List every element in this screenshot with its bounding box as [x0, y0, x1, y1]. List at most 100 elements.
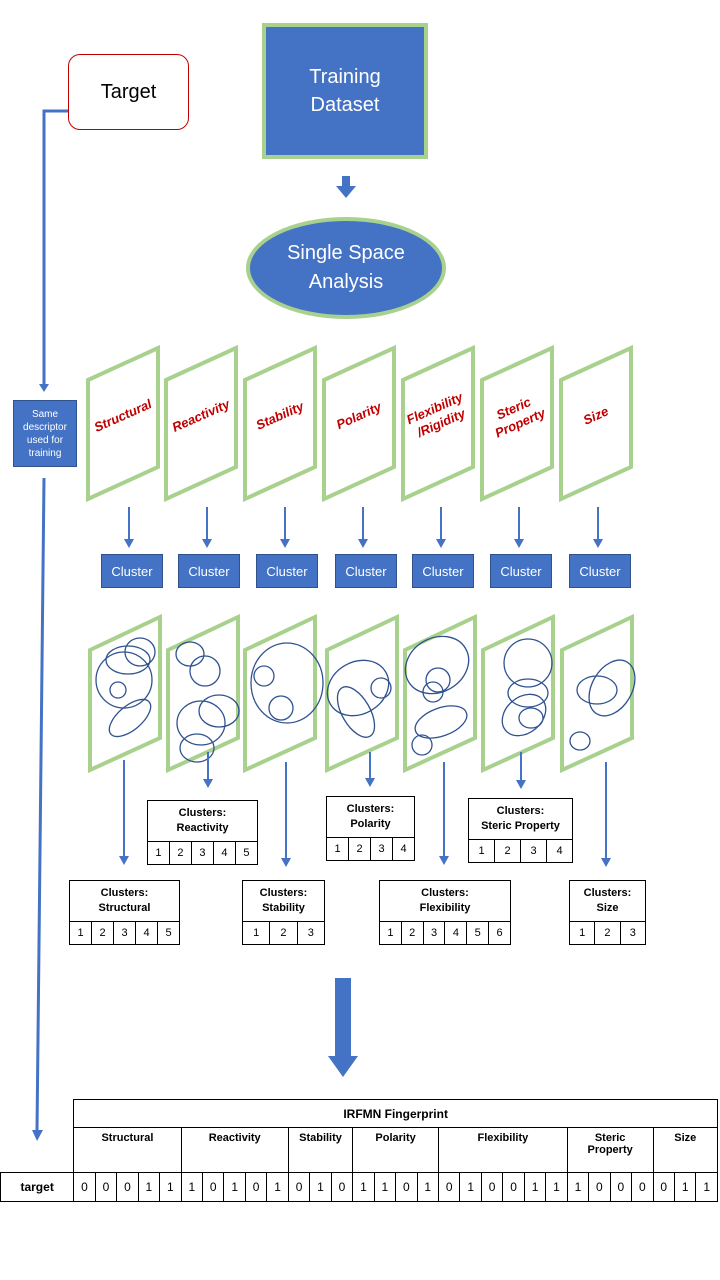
training-dataset-box: Training Dataset: [262, 23, 428, 159]
space-panel-frame: [401, 344, 475, 503]
fp-bit-cell: 0: [94, 1172, 118, 1202]
cluster-button-flexibility: Cluster: [412, 554, 474, 588]
cluster-ellipse: [250, 642, 324, 724]
flow-arrow-head: [281, 858, 291, 867]
title-line: Clusters:: [496, 805, 545, 818]
fp-bit-cell: 0: [631, 1172, 654, 1202]
descriptor-space-panel: Polarity: [322, 344, 396, 503]
cluster-cell: 3: [619, 921, 647, 945]
fp-group-label: Polarity: [375, 1132, 416, 1144]
cluster-button-label: Cluster: [111, 563, 153, 579]
cluster-cell: 2: [168, 841, 192, 865]
cluster-button-structural: Cluster: [101, 554, 163, 588]
cluster-ellipse: [422, 681, 444, 703]
cluster-cell: 2: [348, 837, 371, 861]
cluster-cell: 1: [69, 921, 92, 945]
cluster-ellipse: [253, 665, 275, 687]
fp-empty-cell: [1, 1128, 74, 1173]
cluster-table-title: Clusters:Flexibility: [379, 880, 511, 922]
fp-bit-cell: 0: [244, 1172, 268, 1202]
flow-arrow-head: [203, 779, 213, 788]
cluster-ellipse: [518, 707, 544, 729]
cluster-cell: 2: [400, 921, 424, 945]
flow-arrow-head: [439, 856, 449, 865]
fp-group-header: Size: [652, 1127, 719, 1173]
fp-group-label: Stability: [299, 1132, 342, 1144]
cluster-ellipse: [176, 700, 226, 746]
cluster-button-label: Cluster: [579, 563, 621, 579]
target-box: Target: [68, 54, 189, 130]
cluster-ellipse: [268, 695, 294, 721]
descriptor-space-panel: Size: [559, 344, 633, 503]
descriptor-space-panel: Structural: [86, 344, 160, 503]
fp-bit-cell: 0: [588, 1172, 611, 1202]
fp-bit-cell: 0: [437, 1172, 461, 1202]
fp-group-header: Polarity: [352, 1127, 439, 1173]
descriptor-space-panel: StericProperty: [480, 344, 554, 503]
cluster-table-title: Clusters:Stability: [242, 880, 325, 922]
fp-bit-cell: 1: [545, 1172, 568, 1202]
flow-arrow-head: [202, 539, 212, 548]
fp-bit-cell: 0: [609, 1172, 633, 1202]
title-line: Polarity: [350, 818, 391, 830]
fp-bit-cell: 0: [652, 1172, 675, 1202]
cluster-cell: 2: [594, 921, 621, 945]
cluster-ellipse: [105, 645, 151, 675]
descriptor-space-panel: Flexibility/Rigidity: [401, 344, 475, 503]
fp-bit-cell: 1: [459, 1172, 482, 1202]
cluster-cell: 2: [494, 839, 521, 863]
cluster-button-label: Cluster: [345, 563, 387, 579]
cluster-cell: 4: [212, 841, 236, 865]
cluster-ellipse: [108, 698, 152, 738]
cluster-panel-frame: [325, 613, 399, 774]
cluster-cell: 4: [546, 839, 573, 863]
title-line: Reactivity: [176, 822, 229, 834]
cluster-cell: 1: [147, 841, 170, 865]
target-feed-arrowhead: [39, 384, 49, 392]
fp-group-label: Property: [587, 1144, 633, 1156]
fp-bit-cell: 0: [287, 1172, 311, 1202]
fp-bit-cell: 0: [480, 1172, 504, 1202]
cluster-space-panel: [481, 613, 555, 774]
title-line: Stability: [262, 902, 305, 914]
fp-bit-cell: 1: [266, 1172, 289, 1202]
cluster-table-title: Clusters: Polarity: [326, 796, 415, 838]
space-panel-frame: [86, 344, 160, 503]
flow-arrow-head: [514, 539, 524, 548]
space-panel-frame: [322, 344, 396, 503]
cluster-button-size: Cluster: [569, 554, 631, 588]
fp-bit-cell: 1: [695, 1172, 718, 1202]
fp-row-label: target: [0, 1172, 75, 1202]
fp-group-label: Structural: [101, 1132, 154, 1144]
dataset-arrow-head: [336, 186, 356, 198]
cluster-space-panel: [325, 613, 399, 774]
cluster-cell: 2: [91, 921, 114, 945]
title-line: Clusters:: [100, 887, 149, 900]
target-label: Target: [100, 80, 157, 103]
cluster-space-panel: [560, 613, 636, 774]
flow-arrow-head: [124, 539, 134, 548]
cluster-ellipse: [576, 675, 618, 705]
title-line: Clusters:: [346, 803, 395, 816]
single-space-analysis-label: Single Space Analysis: [287, 242, 405, 293]
fp-group-header: Flexibility: [438, 1127, 568, 1173]
cluster-cell: 3: [422, 921, 446, 945]
flow-arrow-head: [593, 539, 603, 548]
cluster-cell: 1: [326, 837, 349, 861]
cluster-cell: 1: [379, 921, 402, 945]
cluster-ellipse: [404, 635, 470, 695]
fp-group-header: Structural: [73, 1127, 182, 1173]
cluster-table-title: Clusters: Structural: [69, 880, 180, 922]
cluster-button-label: Cluster: [188, 563, 230, 579]
title-line: Structural: [98, 902, 151, 914]
flow-arrow-head: [365, 778, 375, 787]
fp-group-label: Reactivity: [208, 1132, 261, 1144]
cluster-ellipse: [425, 667, 451, 693]
fp-bit-cell: 1: [416, 1172, 440, 1202]
